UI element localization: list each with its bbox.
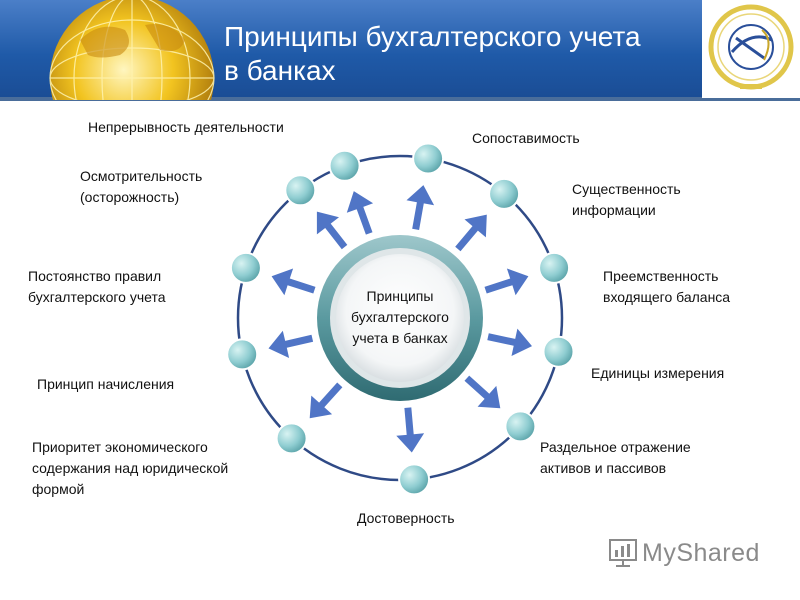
arrow-11 <box>316 211 348 250</box>
watermark-text: MyShared <box>642 539 760 567</box>
center-label: Принципы бухгалтерского учета в банках <box>351 288 449 346</box>
emblem-icon <box>708 4 794 90</box>
principle-node-3 <box>488 177 521 210</box>
principle-label-substance-over-form: Приоритет экономического содержания над … <box>32 439 229 497</box>
page-title: Принципы бухгалтерского учета в банках <box>224 21 641 86</box>
arrow-2 <box>406 185 435 230</box>
arrow-8 <box>309 382 343 419</box>
nodes-group <box>226 142 575 496</box>
arrow-7 <box>396 407 425 453</box>
principles-diagram <box>226 142 575 496</box>
principle-label-consistency: Постоянство правил бухгалтерского учета <box>28 268 166 305</box>
principle-node-6 <box>504 410 537 443</box>
principle-node-1 <box>328 149 361 182</box>
arrow-3 <box>455 214 487 252</box>
principle-node-7 <box>398 463 431 496</box>
principle-node-9 <box>226 338 259 371</box>
arrow-10 <box>271 268 316 296</box>
principle-label-separate-reflection: Раздельное отражение активов и пассивов <box>540 439 691 476</box>
center-disc <box>336 254 464 382</box>
arrow-4 <box>484 268 529 296</box>
institution-logo <box>702 0 800 98</box>
principle-node-5 <box>542 335 575 368</box>
principle-label-opening-balance: Преемственность входящего баланса <box>603 268 731 305</box>
principle-node-8 <box>275 422 308 455</box>
principle-label-measurement-units: Единицы измерения <box>591 365 725 381</box>
arrow-5 <box>487 328 532 356</box>
principle-node-10 <box>229 251 262 284</box>
principle-label-comparability: Сопоставимость <box>472 130 580 146</box>
arrow-9 <box>268 330 314 358</box>
arrow-1 <box>346 191 374 235</box>
principle-node-4 <box>538 251 571 284</box>
principle-label-accrual: Принцип начисления <box>37 376 175 392</box>
principle-label-continuity: Непрерывность деятельности <box>88 119 284 135</box>
arrows-group <box>268 185 532 453</box>
principle-node-2 <box>412 142 445 175</box>
principle-label-reliability: Достоверность <box>357 510 455 526</box>
arrow-6 <box>464 375 501 409</box>
principle-node-11 <box>284 174 317 207</box>
principle-label-prudence: Осмотрительность (осторожность) <box>80 168 203 205</box>
myshared-watermark <box>609 539 637 567</box>
globe-icon <box>49 0 215 100</box>
principle-label-materiality: Существенность информации <box>572 181 681 218</box>
header-underline <box>0 97 800 101</box>
